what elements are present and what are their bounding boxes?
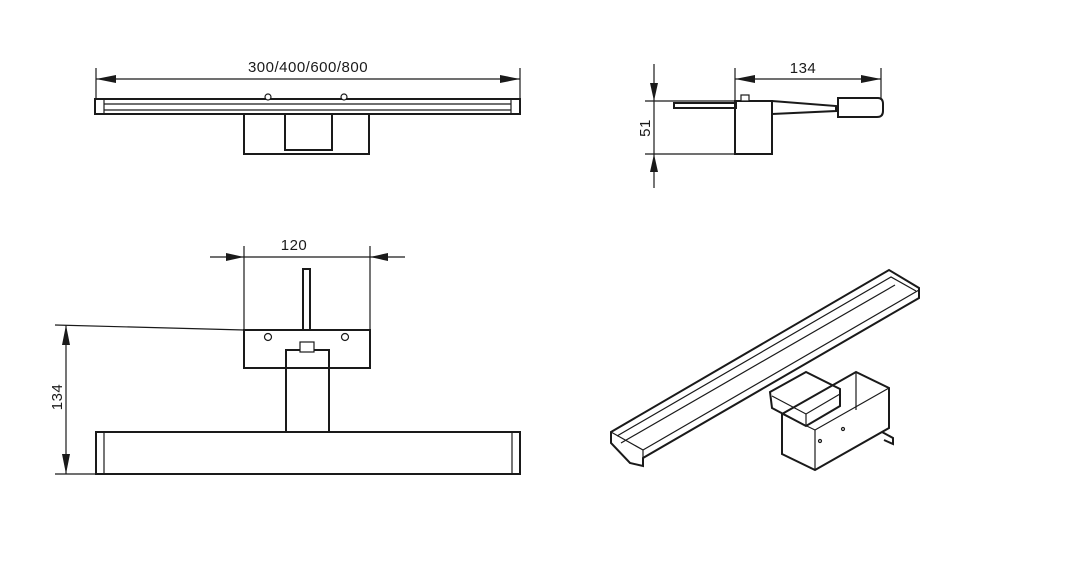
side-vdim-arrow-top	[650, 83, 658, 101]
iso-screw-1	[817, 438, 823, 444]
side-vdim-arrow-bottom	[650, 154, 658, 172]
top-vdim-arrow-bottom	[62, 454, 70, 474]
top-arm-clip	[299, 341, 315, 353]
top-wall-stem	[302, 268, 311, 331]
front-mount-box	[243, 113, 370, 155]
top-mount-plate	[243, 329, 371, 369]
side-view: 134 51	[637, 60, 884, 188]
top-arm	[285, 349, 330, 433]
top-light-bar	[95, 431, 521, 475]
iso-bar-lip	[616, 276, 917, 437]
iso-bar-front-edge	[642, 289, 920, 451]
side-dim-arrow-right	[861, 75, 881, 83]
front-dim-arrow-left	[96, 75, 116, 83]
side-screw-head	[740, 94, 750, 102]
iso-screw-2	[840, 426, 846, 432]
top-dim-arrow-left	[226, 253, 244, 261]
iso-bar-end-cap	[610, 431, 644, 458]
top-projection-label: 134	[49, 384, 66, 411]
front-screw-right	[340, 93, 348, 101]
side-mount-box	[734, 100, 773, 155]
front-mount-arm	[284, 113, 333, 151]
isometric-view	[610, 268, 920, 472]
top-dim-arrow-right	[370, 253, 388, 261]
top-screw-right	[340, 332, 350, 342]
side-wall-plate	[673, 102, 737, 109]
side-height-label: 51	[637, 119, 654, 137]
side-light-head	[837, 97, 884, 118]
front-light-bar	[94, 98, 521, 115]
iso-arm	[768, 370, 841, 428]
iso-wall-tab	[881, 431, 894, 446]
front-width-label: 300/400/600/800	[248, 59, 368, 76]
top-mount-width-label: 120	[281, 237, 308, 254]
front-view: 300/400/600/800	[94, 59, 521, 155]
top-screw-left	[263, 332, 273, 342]
side-depth-label: 134	[790, 60, 817, 77]
iso-bar-diffuser	[620, 284, 896, 444]
top-vdim-ext-top	[54, 324, 245, 331]
top-view: 120 134	[49, 237, 521, 475]
front-dim-arrow-right	[500, 75, 520, 83]
top-vdim-arrow-top	[62, 325, 70, 345]
side-dim-arrow-left	[735, 75, 755, 83]
side-arm	[771, 100, 837, 115]
front-screw-left	[264, 93, 272, 101]
